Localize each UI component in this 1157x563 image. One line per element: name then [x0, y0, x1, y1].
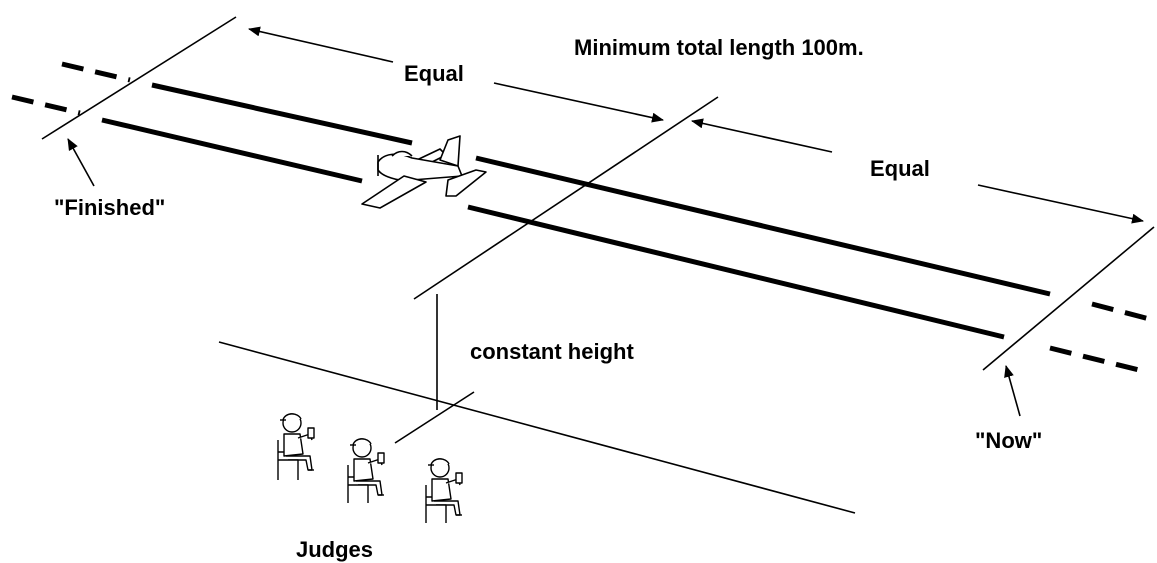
flight-track	[101, 82, 1051, 340]
arrow-equal-1-left	[248, 26, 394, 63]
judges-group	[277, 413, 463, 523]
min-length-label: Minimum total length 100m.	[574, 35, 864, 60]
arrow-finished	[67, 138, 95, 187]
finished-label: "Finished"	[54, 195, 165, 220]
dashed-line-right-lower	[1049, 345, 1144, 374]
track-line-lower-right	[467, 204, 1005, 340]
dashed-line-left-upper	[61, 61, 131, 83]
reference-lines	[41, 16, 1155, 514]
arrow-equal-2-right	[977, 184, 1144, 224]
track-line-lower-left	[101, 117, 363, 184]
track-line-upper-left	[151, 82, 413, 146]
dashed-line-right-upper	[1091, 301, 1157, 324]
equal-label-1: Equal	[404, 61, 464, 86]
arrow-equal-1-right	[493, 82, 664, 123]
distance-arrows	[67, 26, 1144, 417]
ground-line	[218, 341, 856, 514]
track-extensions	[11, 61, 1157, 374]
judges-sight-line	[394, 391, 475, 444]
arrow-equal-2-left	[691, 118, 833, 153]
arrow-now	[1004, 365, 1021, 417]
constant-height-label: constant height	[470, 339, 634, 364]
track-line-upper-right	[475, 155, 1051, 297]
gate-line-finished	[41, 16, 237, 140]
judge-icon	[425, 458, 463, 523]
gate-line-now	[982, 226, 1155, 371]
equal-label-2: Equal	[870, 156, 930, 181]
judges-label: Judges	[296, 537, 373, 562]
now-label: "Now"	[975, 428, 1042, 453]
dashed-line-left-lower	[11, 94, 81, 116]
judge-icon	[347, 438, 385, 503]
airplane-icon	[361, 135, 487, 209]
judge-icon	[277, 413, 315, 480]
gate-line-center	[413, 96, 719, 300]
